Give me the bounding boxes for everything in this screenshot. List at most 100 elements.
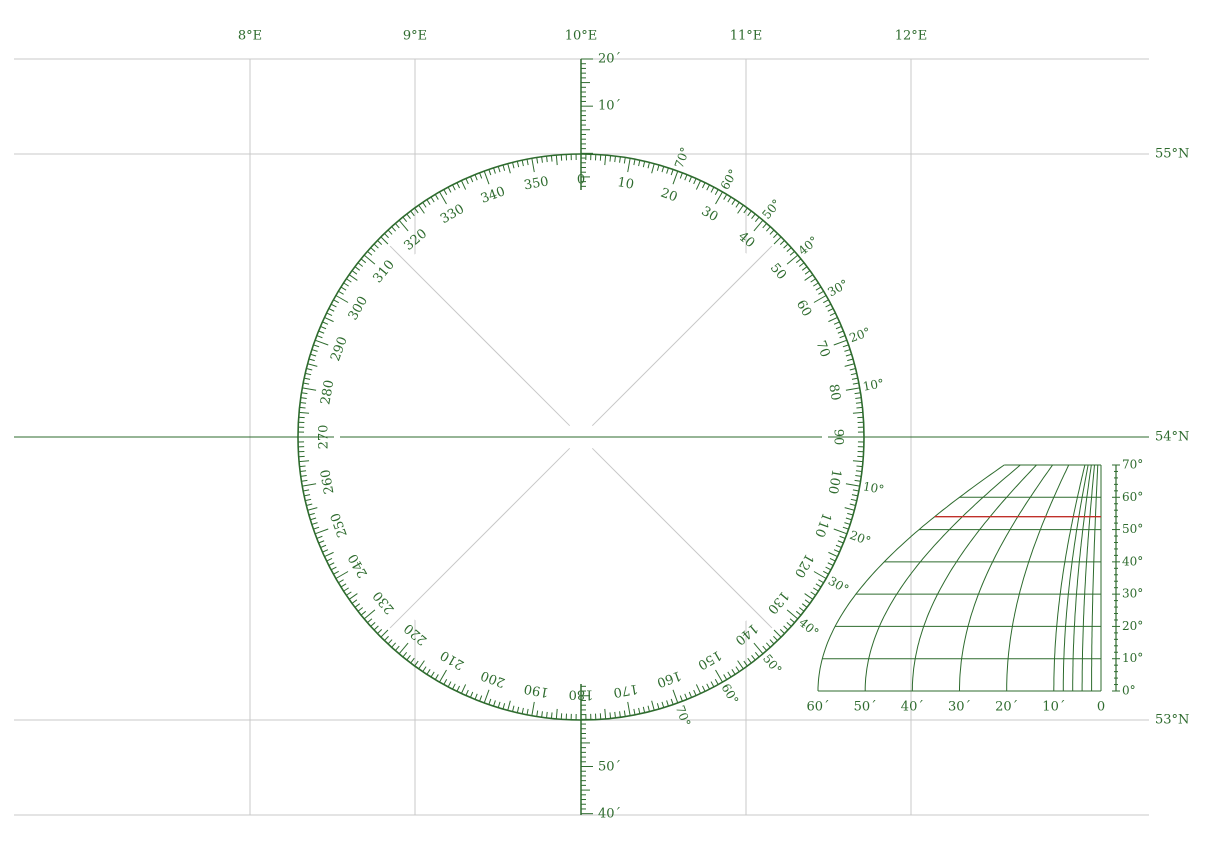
compass-tick xyxy=(773,233,778,239)
bearing-label: 60 xyxy=(793,298,814,320)
compass-tick xyxy=(320,325,327,330)
compass-tick xyxy=(387,639,393,645)
compass-tick xyxy=(348,593,358,600)
compass-tick xyxy=(406,213,411,220)
bearing-label: 70 xyxy=(813,339,833,360)
compass-tick xyxy=(304,377,311,380)
compass-tick xyxy=(497,701,501,708)
diagram-min-label: 30´ xyxy=(948,700,971,715)
compass-tick xyxy=(835,325,842,330)
compass-tick xyxy=(833,549,840,553)
compass-tick xyxy=(842,526,849,530)
compass-tick xyxy=(633,708,636,715)
compass-tick xyxy=(541,156,543,163)
compass-tick xyxy=(844,349,851,352)
compass-tick xyxy=(313,344,320,348)
compass-tick xyxy=(488,169,492,176)
compass-tick xyxy=(815,286,822,291)
compass-tick xyxy=(541,711,543,718)
inclination-label: 60° xyxy=(718,167,741,192)
compass-tick xyxy=(330,303,337,308)
compass-tick xyxy=(627,701,631,716)
compass-diagonal xyxy=(389,447,571,629)
compass-tick xyxy=(502,703,506,710)
compass-tick xyxy=(304,494,311,497)
compass-tick xyxy=(301,392,308,395)
compass-tick xyxy=(783,625,789,631)
compass-tick xyxy=(493,167,496,174)
compass-tick xyxy=(833,321,840,325)
compass-tick xyxy=(651,700,655,711)
inclination-label: 10° xyxy=(862,479,885,496)
compass-tick xyxy=(367,250,373,256)
compass-tick xyxy=(414,207,419,214)
compass-tick xyxy=(299,460,310,463)
compass-tick xyxy=(604,155,607,166)
compass-tick xyxy=(638,707,641,714)
compass-tick xyxy=(465,689,469,696)
compass-tick xyxy=(679,695,683,702)
compass-tick xyxy=(360,610,367,616)
compass-tick xyxy=(305,498,312,502)
compass-tick xyxy=(604,708,607,719)
compass-tick xyxy=(851,494,858,497)
compass-tick xyxy=(426,669,431,675)
scale-label: 50´ xyxy=(598,760,621,775)
compass-tick xyxy=(377,240,383,245)
compass-tick xyxy=(818,579,824,584)
compass-tick xyxy=(614,711,616,718)
compass-tick xyxy=(642,706,646,713)
compass-tick xyxy=(351,599,358,604)
compass-tick xyxy=(855,470,862,472)
compass-tick xyxy=(474,693,478,700)
latitude-label: 55°N xyxy=(1155,147,1189,162)
compass-tick xyxy=(546,156,548,163)
compass-tick xyxy=(839,535,846,539)
compass-tick xyxy=(623,710,626,717)
compass-tick xyxy=(855,397,862,399)
compass-tick xyxy=(829,312,836,317)
bearing-label: 180 xyxy=(569,687,594,702)
minute-curve xyxy=(1091,464,1099,691)
compass-tick xyxy=(813,587,819,592)
compass-tick xyxy=(320,544,327,549)
compass-tick xyxy=(735,666,740,672)
compass-tick xyxy=(469,691,474,698)
compass-tick xyxy=(735,202,740,208)
compass-tick xyxy=(845,483,860,487)
diagram-lat-label: 0° xyxy=(1122,684,1136,698)
compass-tick xyxy=(647,162,650,169)
compass-tick xyxy=(512,705,515,712)
compass-tick xyxy=(370,621,376,627)
compass-tick xyxy=(609,155,612,162)
compass-tick xyxy=(731,669,736,675)
bearing-label: 0 xyxy=(577,173,585,188)
compass-tick xyxy=(710,681,715,688)
bearing-label: 30 xyxy=(699,204,721,225)
compass-tick xyxy=(483,689,490,704)
compass-tick xyxy=(828,551,838,558)
compass-tick xyxy=(367,618,373,624)
compass-tick xyxy=(850,372,857,376)
compass-tick xyxy=(357,607,364,612)
compass-tick xyxy=(299,406,306,409)
compass-tick xyxy=(434,194,439,200)
compass-tick xyxy=(398,219,409,232)
diagram-lat-label: 60° xyxy=(1122,490,1143,504)
compass-tick xyxy=(609,712,612,719)
compass-tick xyxy=(789,618,795,624)
compass-tick xyxy=(324,316,334,323)
compass-tick xyxy=(855,475,862,477)
compass-tick xyxy=(804,599,811,604)
compass-tick xyxy=(747,657,752,664)
inclination-label: 30° xyxy=(826,574,851,597)
compass-tick xyxy=(845,387,860,391)
diagram-lat-label: 30° xyxy=(1122,587,1143,601)
compass-diagonal xyxy=(591,245,773,427)
compass-tick xyxy=(324,551,334,558)
inclination-label: 30° xyxy=(825,277,850,300)
compass-tick xyxy=(402,651,408,658)
bearing-label: 10 xyxy=(616,175,635,193)
